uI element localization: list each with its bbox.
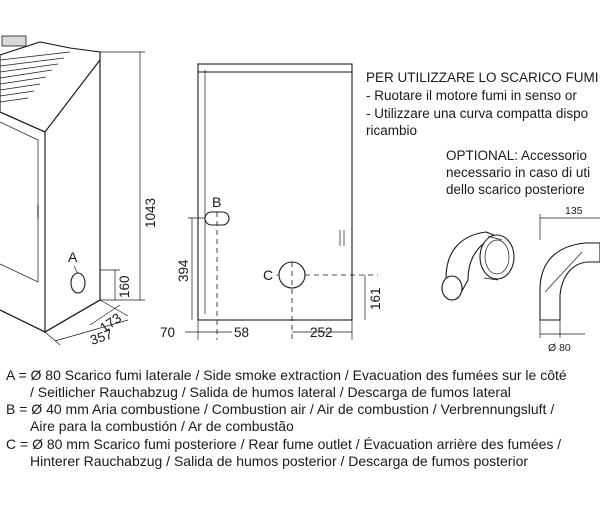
note-line-3: - Utilizzare una curva compatta dispo xyxy=(366,106,588,121)
dim-c-offset: 252 xyxy=(310,325,333,340)
note-line-4: ricambio xyxy=(366,123,417,138)
legend-a-line-2: / Seitlicher Rauchabzug / Salida de humo… xyxy=(30,384,511,400)
legend-b-line-1: B = Ø 40 mm Aria combustione / Combustio… xyxy=(6,401,554,417)
legend-b-line-2: Aire para la combustión / Ar de combustã… xyxy=(30,418,294,434)
control-panel xyxy=(1,35,27,47)
stove-door xyxy=(0,121,39,283)
dim-depth-side: 357 xyxy=(88,327,114,348)
callout-a: A xyxy=(68,249,78,265)
rear-view: B C 394 161 70 58 252 xyxy=(160,63,383,340)
dim-b-offset: 58 xyxy=(234,325,249,340)
dim-height-a: 160 xyxy=(117,275,132,298)
rear-view-outline xyxy=(197,63,353,321)
callout-c: C xyxy=(263,267,273,283)
callout-b: B xyxy=(212,194,221,210)
isometric-stove-view: A 160 1043 173 357 xyxy=(0,35,158,348)
installation-notes: PER UTILIZZARE LO SCARICO FUMI - Ruotare… xyxy=(366,70,599,197)
note-title: PER UTILIZZARE LO SCARICO FUMI xyxy=(366,70,599,85)
dim-height-b: 394 xyxy=(176,259,191,282)
top-grille xyxy=(0,51,71,103)
optional-line-3: dello scarico posteriore xyxy=(446,182,585,197)
dim-height-c: 161 xyxy=(368,287,383,310)
legend-c-line-1: C = Ø 80 mm Scarico fumi posteriore / Re… xyxy=(6,436,561,452)
optional-line-1: OPTIONAL: Accessorio xyxy=(446,148,587,163)
legend-c-line-2: Hinterer Rauchabzug / Salida de humos po… xyxy=(30,453,528,469)
accessory-diameter: Ø 80 xyxy=(548,342,571,354)
optional-line-2: necessario in caso di uti xyxy=(446,165,590,180)
dim-left-offset: 70 xyxy=(160,325,175,340)
legend: A = Ø 80 Scarico fumi laterale / Side sm… xyxy=(6,367,567,469)
accessory-elbow-isometric xyxy=(441,231,515,301)
outlet-a-icon xyxy=(70,272,86,294)
dim-height-total: 1043 xyxy=(143,198,158,228)
legend-a-line-1: A = Ø 80 Scarico fumi laterale / Side sm… xyxy=(6,367,567,383)
accessory-width: 135 xyxy=(565,205,583,217)
note-line-2: - Ruotare il motore fumi in senso or xyxy=(366,88,577,103)
accessory-elbow-side: 135 Ø 80 xyxy=(539,205,600,354)
